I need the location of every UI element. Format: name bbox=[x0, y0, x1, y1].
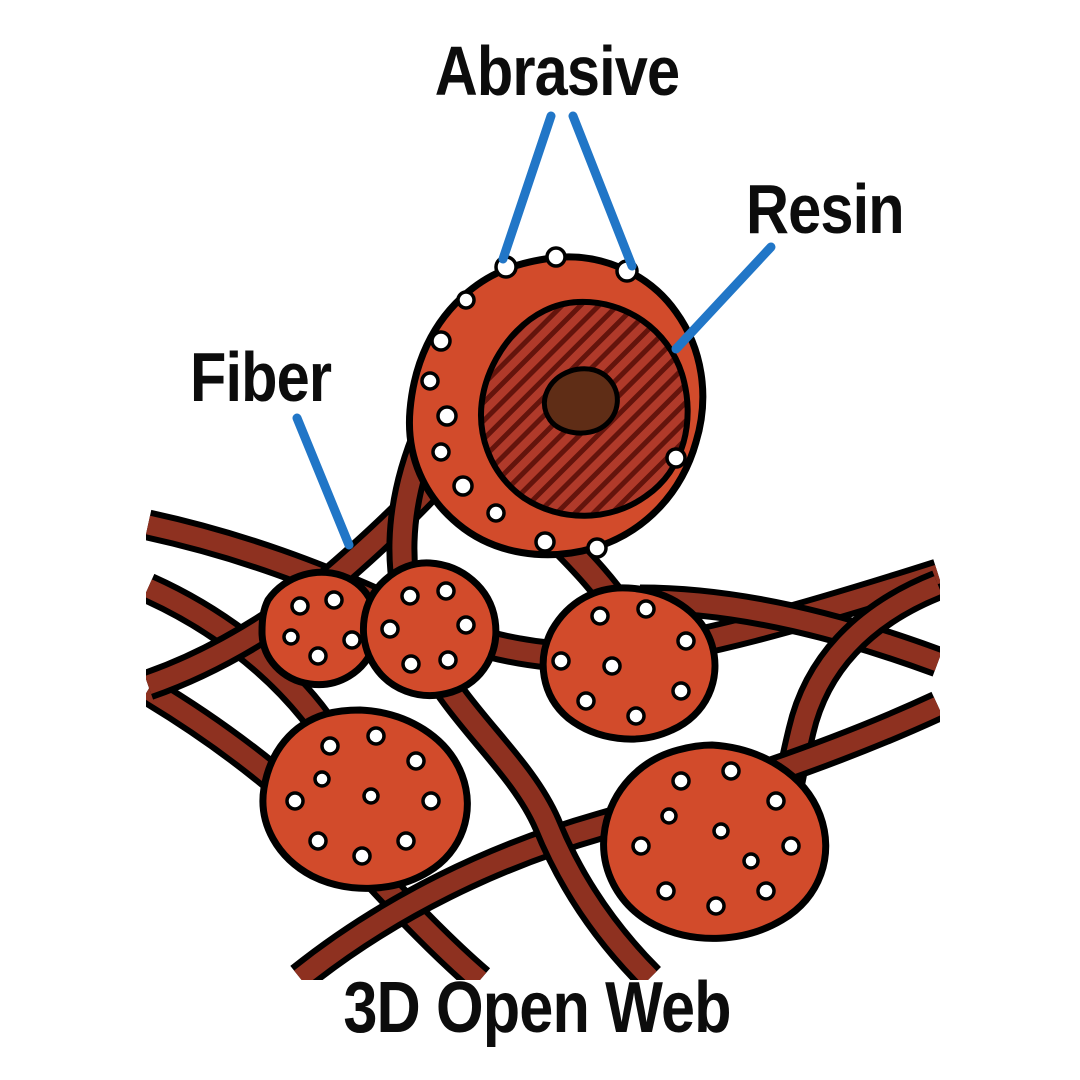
diagram-caption-text: 3D Open Web bbox=[343, 968, 731, 1048]
abrasive-particles bbox=[380, 581, 476, 674]
abrasive-leader-line-right bbox=[568, 111, 637, 271]
diagram-caption: 3D Open Web bbox=[309, 972, 765, 1044]
abrasive-particles bbox=[420, 246, 687, 559]
abrasive-particles bbox=[285, 726, 441, 866]
abrasive-leader-line-left bbox=[498, 111, 556, 264]
abrasive-particles bbox=[551, 599, 696, 726]
resin-blob bbox=[258, 568, 381, 689]
fiber-leader-line bbox=[292, 413, 354, 550]
resin-blob bbox=[539, 584, 719, 743]
label-fiber-text: Fiber bbox=[190, 338, 332, 416]
label-resin: Resin bbox=[746, 174, 932, 244]
leader-lines bbox=[292, 111, 776, 550]
label-resin-text: Resin bbox=[746, 170, 905, 248]
coated-abrasive-node bbox=[405, 246, 707, 559]
abrasive-particles bbox=[631, 761, 801, 916]
resin-blob bbox=[359, 559, 500, 699]
resin-blob bbox=[259, 706, 471, 892]
label-fiber: Fiber bbox=[190, 342, 356, 412]
abrasive-particles bbox=[282, 590, 362, 666]
grain-core bbox=[541, 366, 620, 436]
label-abrasive-text: Abrasive bbox=[434, 32, 680, 110]
resin-blob bbox=[600, 741, 830, 942]
label-abrasive: Abrasive bbox=[413, 36, 701, 106]
resin-leader-line bbox=[671, 242, 776, 354]
